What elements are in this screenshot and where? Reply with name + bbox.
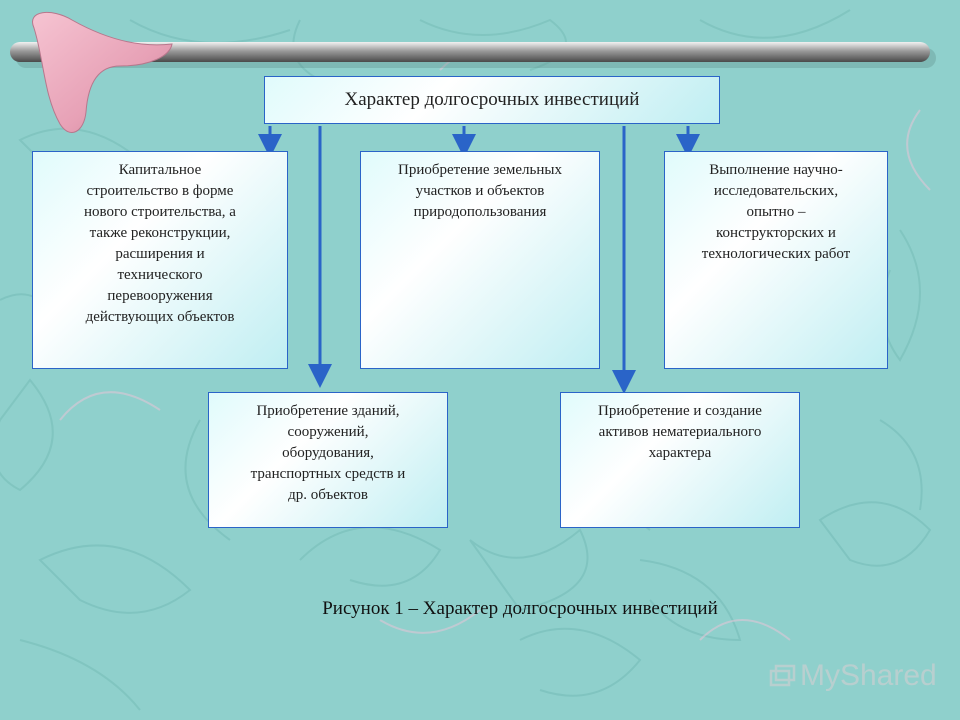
node-text-line: Выполнение научно- xyxy=(709,162,843,178)
node-text-line: перевооружения xyxy=(107,288,213,304)
node-text-line: расширения и xyxy=(115,246,205,262)
node-text-line: исследовательских, xyxy=(713,183,839,199)
node-research-works: Выполнение научно-исследовательских, опыт… xyxy=(664,151,888,369)
watermark-text: MyShared xyxy=(800,659,937,692)
node-text-line: технологических работ xyxy=(701,246,851,262)
node-text-line: природопользования xyxy=(413,204,547,220)
node-text-line: технического xyxy=(117,267,203,283)
node-text-line: Капитальное xyxy=(118,162,202,178)
node-text-line: оборудования, xyxy=(282,445,374,461)
node-text-line: участков и объектов xyxy=(415,183,545,199)
node-text-line: Приобретение и создание xyxy=(598,403,762,419)
watermark: MyShared xyxy=(768,652,948,700)
node-text-line: Приобретение земельных xyxy=(398,162,562,178)
node-text-line: Приобретение зданий, xyxy=(256,403,400,419)
node-text-line: строительство в форме xyxy=(86,183,234,199)
diagram-title: Характер долгосрочных инвестиций xyxy=(264,76,720,124)
node-text-line: характера xyxy=(648,445,712,461)
node-buildings-equipment: Приобретение зданий, сооружений, оборудова… xyxy=(208,392,448,528)
node-text-line: действующих объектов xyxy=(85,309,235,325)
node-text-line: нового строительства, а xyxy=(84,204,236,220)
node-intangible-assets: Приобретение и создание активов нематериа… xyxy=(560,392,800,528)
node-text-line: опытно – xyxy=(746,204,806,220)
node-text-line: также реконструкции, xyxy=(89,225,231,241)
mysh-logo-icon xyxy=(769,664,796,687)
figure-caption: Рисунок 1 – Характер долгосрочных инвест… xyxy=(322,598,718,619)
node-text-line: транспортных средств и xyxy=(250,466,406,482)
boomerang-icon xyxy=(32,11,173,133)
node-text-line: сооружений, xyxy=(287,424,369,440)
node-text-line: конструкторских и xyxy=(716,225,836,241)
node-text-line: активов нематериального xyxy=(598,424,762,440)
node-text-line: др. объектов xyxy=(288,487,368,503)
node-land-acquisition: Приобретение земельных участков и объекто… xyxy=(360,151,600,369)
node-capital-construction: Капитальное строительство в форме нового с… xyxy=(32,151,288,369)
